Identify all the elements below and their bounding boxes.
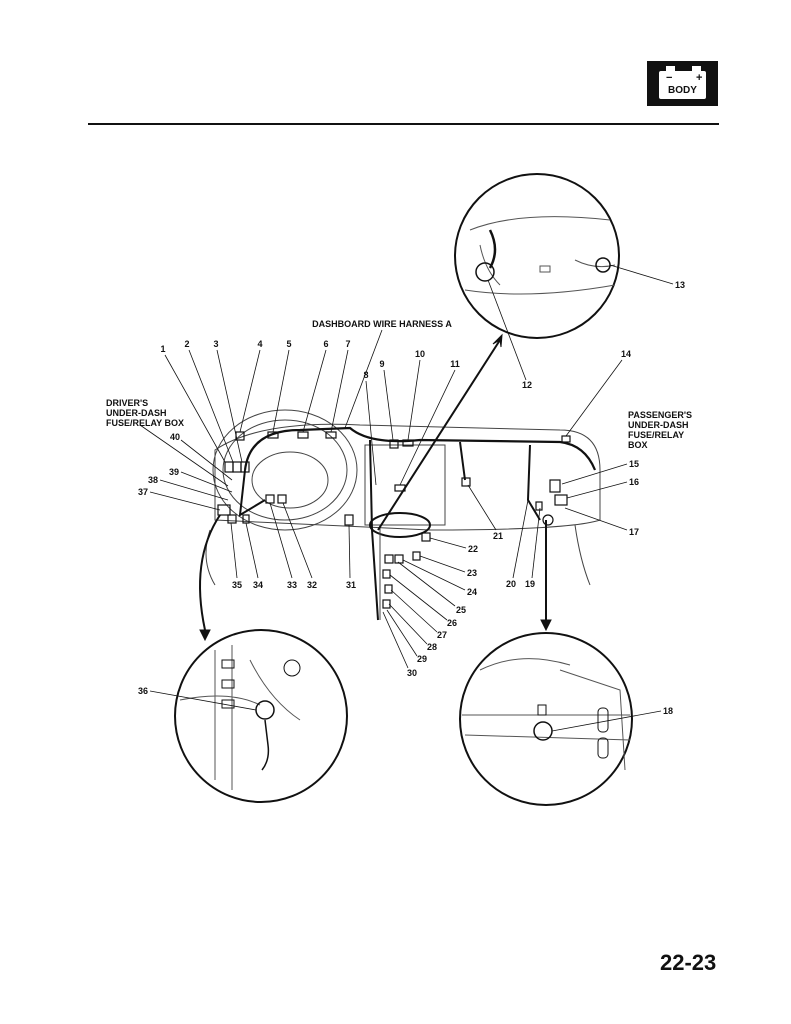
callout-1: 1 bbox=[160, 344, 166, 354]
callout-32: 32 bbox=[306, 580, 318, 590]
callout-12: 12 bbox=[521, 380, 533, 390]
callout-9: 9 bbox=[379, 359, 385, 369]
callout-14: 14 bbox=[620, 349, 632, 359]
callout-13: 13 bbox=[674, 280, 686, 290]
callout-6: 6 bbox=[323, 339, 329, 349]
callout-27: 27 bbox=[436, 630, 448, 640]
callout-39: 39 bbox=[168, 467, 180, 477]
page-number: 22-23 bbox=[660, 950, 717, 975]
battery-terminal-icon bbox=[692, 66, 701, 71]
header-rule bbox=[88, 123, 719, 125]
callout-24: 24 bbox=[466, 587, 478, 597]
body-section-badge: − + BODY bbox=[647, 61, 718, 106]
callout-8: 8 bbox=[363, 370, 369, 380]
drivers-fuse-box-label: DRIVER'S UNDER-DASH FUSE/RELAY BOX bbox=[106, 398, 185, 428]
callout-21: 21 bbox=[492, 531, 504, 541]
callout-33: 33 bbox=[286, 580, 298, 590]
callout-20: 20 bbox=[505, 579, 517, 589]
detail-circle-left bbox=[174, 629, 348, 803]
callout-23: 23 bbox=[466, 568, 478, 578]
callout-19: 19 bbox=[524, 579, 536, 589]
minus-sign: − bbox=[666, 72, 673, 84]
callout-26: 26 bbox=[446, 618, 458, 628]
callout-34: 34 bbox=[252, 580, 264, 590]
callout-10: 10 bbox=[414, 349, 426, 359]
callout-38: 38 bbox=[147, 475, 159, 485]
callout-25: 25 bbox=[455, 605, 467, 615]
callout-4: 4 bbox=[257, 339, 263, 349]
passengers-fuse-box-label: PASSENGER'S UNDER-DASH FUSE/RELAY BOX bbox=[628, 410, 692, 450]
detail-circle-right bbox=[459, 632, 633, 806]
detail-circle-top bbox=[454, 173, 620, 339]
callout-30: 30 bbox=[406, 668, 418, 678]
callout-35: 35 bbox=[231, 580, 243, 590]
callout-15: 15 bbox=[628, 459, 640, 469]
callout-16: 16 bbox=[628, 477, 640, 487]
section-label: BODY bbox=[668, 85, 697, 96]
callout-2: 2 bbox=[184, 339, 190, 349]
callout-29: 29 bbox=[416, 654, 428, 664]
callout-28: 28 bbox=[426, 642, 438, 652]
plus-sign: + bbox=[696, 72, 703, 84]
callout-18: 18 bbox=[662, 706, 674, 716]
callout-40: 40 bbox=[169, 432, 181, 442]
battery-terminal-icon bbox=[666, 66, 675, 71]
callout-7: 7 bbox=[345, 339, 351, 349]
callout-17: 17 bbox=[628, 527, 640, 537]
callout-22: 22 bbox=[467, 544, 479, 554]
callout-5: 5 bbox=[286, 339, 292, 349]
battery-icon bbox=[659, 71, 706, 99]
callout-3: 3 bbox=[213, 339, 219, 349]
callout-31: 31 bbox=[345, 580, 357, 590]
callout-36: 36 bbox=[137, 686, 149, 696]
callout-37: 37 bbox=[137, 487, 149, 497]
callout-11: 11 bbox=[450, 359, 460, 369]
harness-title: DASHBOARD WIRE HARNESS A bbox=[312, 319, 452, 329]
